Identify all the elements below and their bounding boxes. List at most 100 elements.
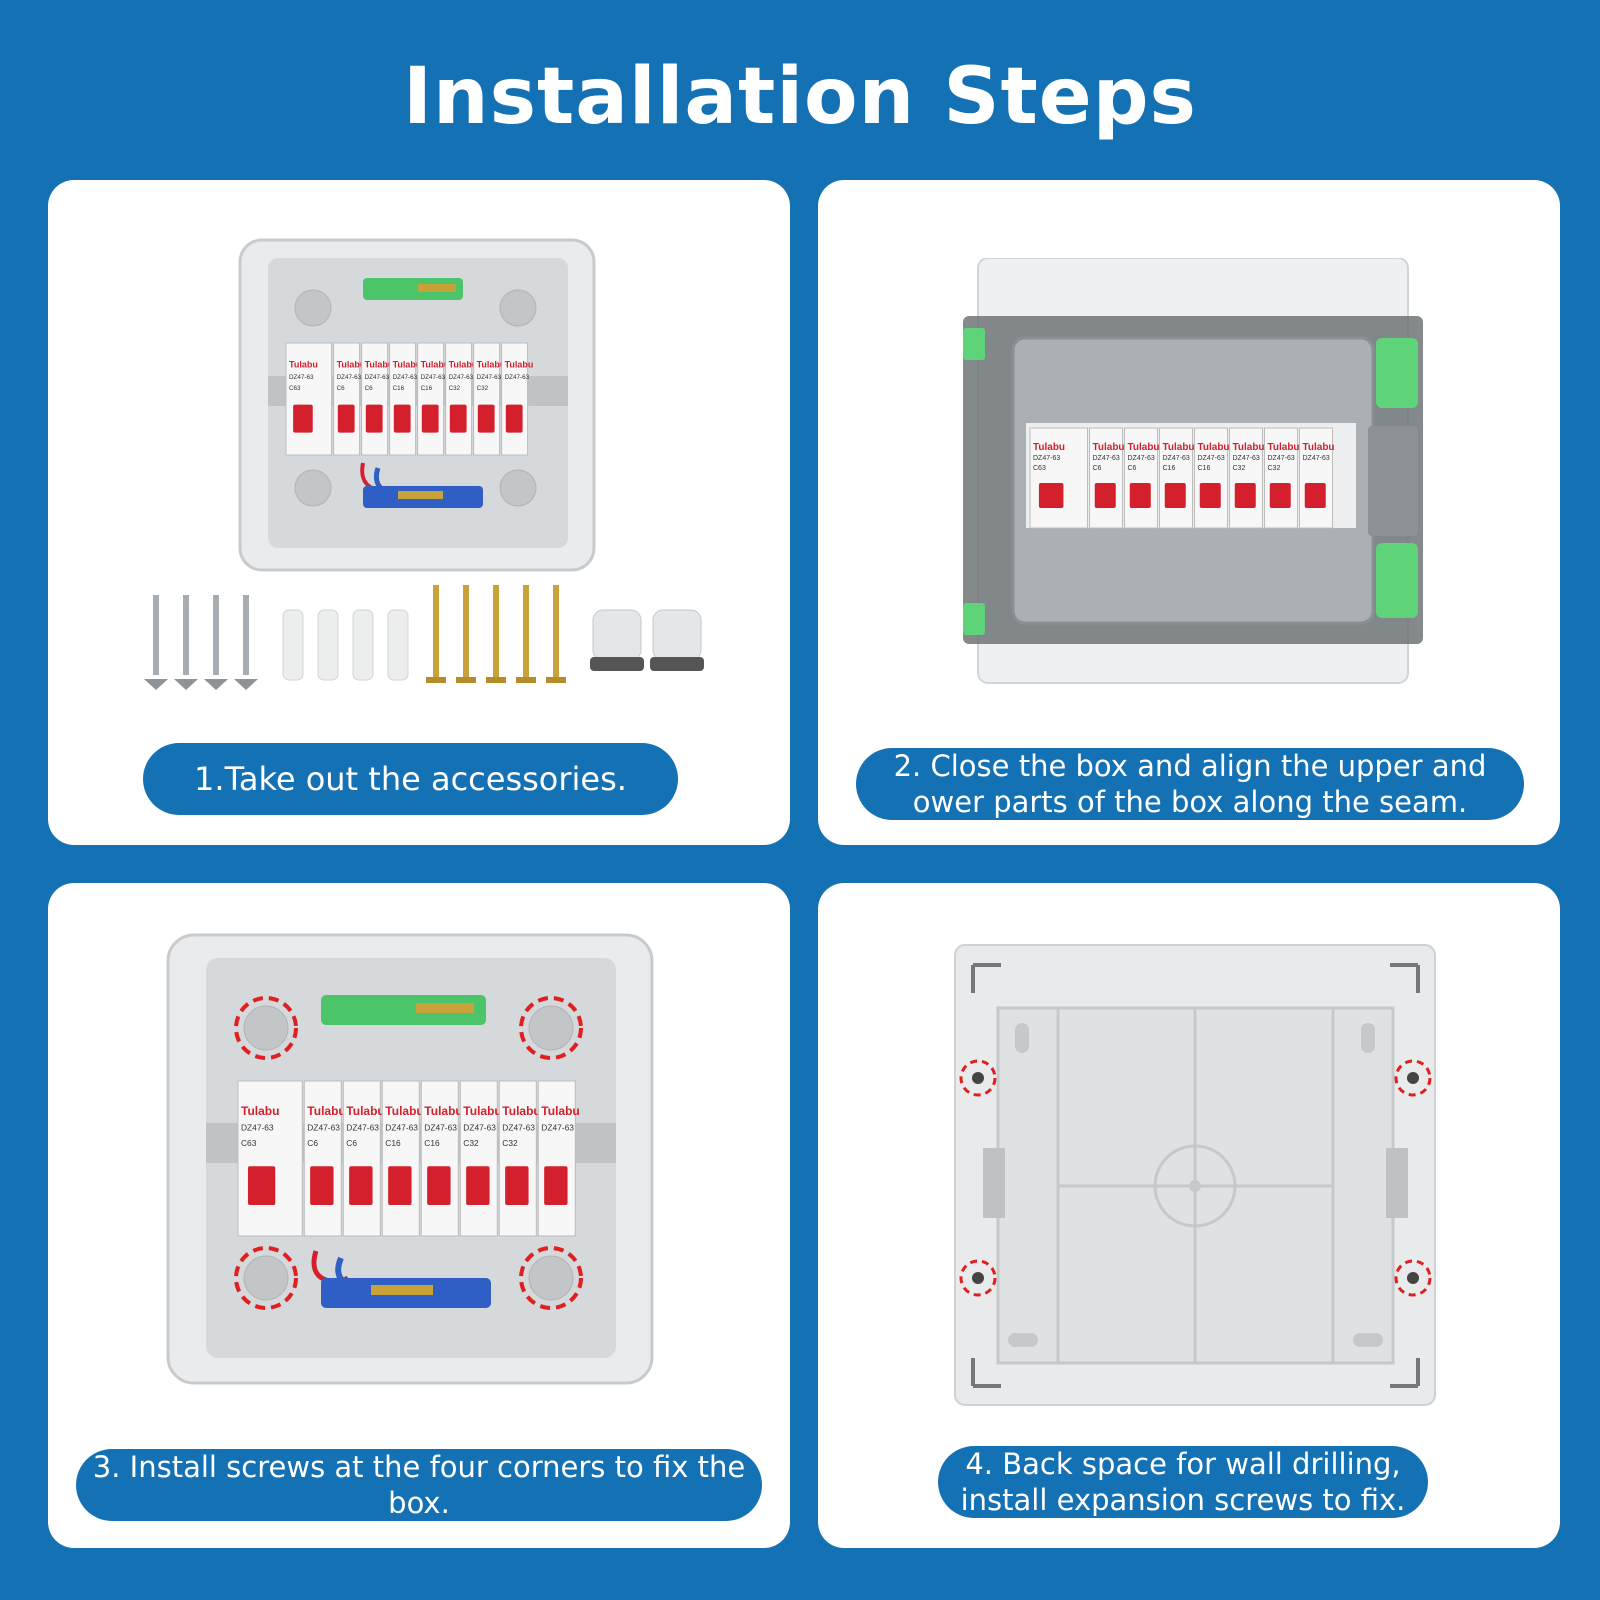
- breaker-handle: [1164, 483, 1186, 508]
- breaker-brand-label: Tulabu: [1033, 442, 1065, 453]
- breaker-rating-label: C16: [424, 1138, 440, 1148]
- breaker-brand-label: Tulabu: [424, 1104, 462, 1118]
- open-box-with-screw-marks-image: TulabuDZ47-63C63TulabuDZ47-63C6TulabuDZ4…: [166, 933, 654, 1385]
- cable-gland-icon: [590, 609, 704, 671]
- step-3-caption: 3. Install screws at the four corners to…: [76, 1449, 762, 1521]
- breaker-rating-label: C32: [463, 1138, 479, 1148]
- breaker-rating-label: C16: [1163, 465, 1176, 472]
- breaker-model-label: DZ47-63: [346, 1123, 379, 1133]
- breaker-rating-label: C16: [393, 385, 405, 392]
- breaker-handle: [427, 1166, 451, 1205]
- breaker-rating-label: C32: [477, 385, 489, 392]
- breaker-brand-label: Tulabu: [463, 1104, 501, 1118]
- breaker-brand-label: Tulabu: [241, 1104, 279, 1118]
- box-back-view-image: [954, 944, 1436, 1406]
- breaker-brand-label: Tulabu: [289, 360, 318, 370]
- breaker-handle: [293, 404, 313, 433]
- breaker-rating-label: C16: [1198, 465, 1211, 472]
- breaker-rating-label: C63: [289, 385, 301, 392]
- breaker-model-label: DZ47-63: [449, 374, 474, 381]
- breaker-handle: [349, 1166, 373, 1205]
- open-distribution-box-image: TulabuDZ47-63C63TulabuDZ47-63C6TulabuDZ4…: [238, 238, 596, 572]
- wall-plug-icon: [282, 609, 409, 681]
- breaker-brand-label: Tulabu: [541, 1104, 579, 1118]
- breaker-brand-label: Tulabu: [449, 360, 478, 370]
- breaker-brand-label: Tulabu: [421, 360, 450, 370]
- breaker-handle: [1094, 483, 1116, 508]
- breaker-model-label: DZ47-63: [385, 1123, 418, 1133]
- breaker-handle: [1269, 483, 1291, 508]
- breaker-model-label: DZ47-63: [1033, 455, 1060, 462]
- step-4-caption-line-2: install expansion screws to fix.: [960, 1483, 1406, 1517]
- self-tapping-screw-icon: [144, 595, 258, 690]
- breaker-handle: [1304, 483, 1326, 508]
- step-1-caption-text: 1.Take out the accessories.: [194, 760, 627, 798]
- breaker-rating-label: C63: [1033, 465, 1046, 472]
- breaker-brand-label: Tulabu: [1268, 442, 1300, 453]
- breaker-brand-label: Tulabu: [505, 360, 534, 370]
- breaker-brand-label: Tulabu: [1128, 442, 1160, 453]
- breaker-handle: [505, 404, 523, 433]
- breaker-model-label: DZ47-63: [421, 374, 446, 381]
- brass-screw-icon: [426, 585, 566, 683]
- breaker-model-label: DZ47-63: [337, 374, 362, 381]
- red-circle-marker-icon: [234, 996, 583, 1310]
- step-4-caption-wrap: 4. Back space for wall drilling, install…: [961, 1446, 1406, 1518]
- breaker-rating-label: C32: [502, 1138, 518, 1148]
- breaker-rating-label: C16: [385, 1138, 401, 1148]
- breaker-brand-label: Tulabu: [393, 360, 422, 370]
- breaker-model-label: DZ47-63: [1163, 455, 1190, 462]
- breaker-brand-label: Tulabu: [1303, 442, 1335, 453]
- breaker-model-label: DZ47-63: [307, 1123, 340, 1133]
- breaker-handle: [1199, 483, 1221, 508]
- breaker-model-label: DZ47-63: [477, 374, 502, 381]
- red-circle-marker-icon: [959, 1059, 1432, 1297]
- breaker-model-label: DZ47-63: [1233, 455, 1260, 462]
- breaker-model-label: DZ47-63: [393, 374, 418, 381]
- breaker-brand-label: Tulabu: [1093, 442, 1125, 453]
- page-title: Installation Steps: [403, 52, 1197, 142]
- breaker-brand-label: Tulabu: [365, 360, 394, 370]
- breaker-model-label: DZ47-63: [505, 374, 530, 381]
- breaker-model-label: DZ47-63: [1303, 455, 1330, 462]
- breaker-model-label: DZ47-63: [365, 374, 390, 381]
- closed-distribution-box-image: TulabuDZ47-63C63TulabuDZ47-63C6TulabuDZ4…: [963, 258, 1423, 684]
- breaker-handle: [393, 404, 411, 433]
- breaker-model-label: DZ47-63: [289, 374, 314, 381]
- breaker-rating-label: C6: [1093, 465, 1102, 472]
- breaker-brand-label: Tulabu: [307, 1104, 345, 1118]
- breaker-handle: [310, 1166, 334, 1205]
- breaker-rating-label: C6: [307, 1138, 318, 1148]
- breaker-brand-label: Tulabu: [337, 360, 366, 370]
- step-2-caption-line-1: 2. Close the box and align the upper and: [893, 749, 1487, 783]
- breaker-brand-label: Tulabu: [1198, 442, 1230, 453]
- step-2-caption: 2. Close the box and align the upper and…: [856, 748, 1524, 820]
- breaker-handle: [365, 404, 383, 433]
- breaker-model-label: DZ47-63: [241, 1123, 274, 1133]
- step-4-panel: 4. Back space for wall drilling, install…: [818, 883, 1560, 1548]
- step-4-caption: 4. Back space for wall drilling, install…: [938, 1446, 1428, 1518]
- breaker-model-label: DZ47-63: [1128, 455, 1155, 462]
- breaker-rating-label: C16: [421, 385, 433, 392]
- step-2-caption-wrap: 2. Close the box and align the upper and…: [894, 748, 1487, 820]
- breaker-handle: [388, 1166, 412, 1205]
- breaker-brand-label: Tulabu: [385, 1104, 423, 1118]
- breaker-rating-label: C6: [337, 385, 346, 392]
